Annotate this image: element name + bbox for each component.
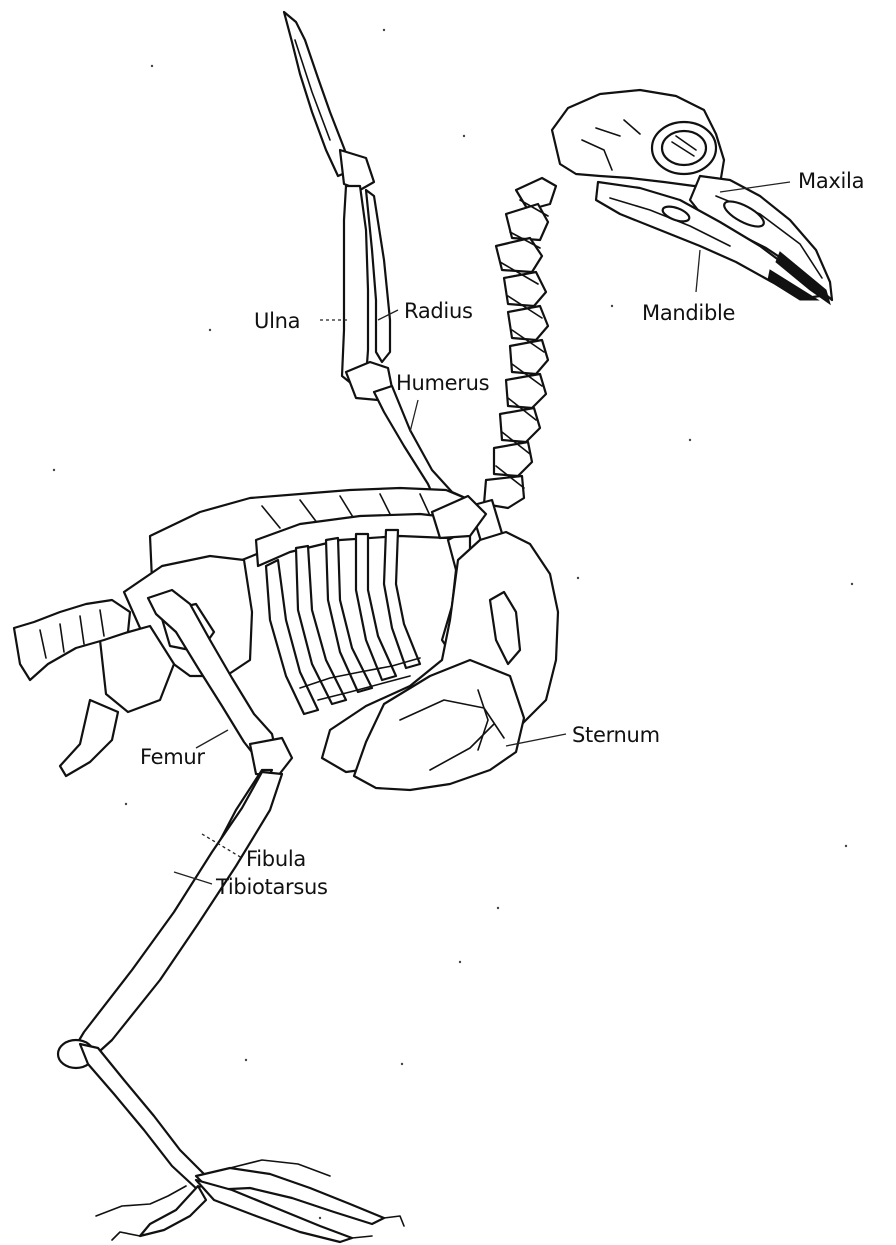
pubis [60, 700, 118, 776]
foot [96, 1160, 404, 1242]
label-maxilla: Maxila [798, 169, 864, 193]
ribs [266, 530, 420, 714]
ulna-bone [342, 186, 368, 384]
skull [552, 90, 832, 304]
wing [284, 12, 474, 532]
label-femur: Femur [140, 745, 205, 769]
tibiotarsus-bone [72, 772, 282, 1060]
label-fibula: Fibula [246, 847, 306, 871]
label-ulna: Ulna [254, 309, 300, 333]
humerus-leader [410, 400, 418, 432]
label-sternum: Sternum [572, 723, 660, 747]
radius-bone [366, 190, 390, 362]
label-tibiotarsus: Tibiotarsus [215, 875, 328, 899]
label-humerus: Humerus [396, 371, 489, 395]
carpometacarpus [340, 150, 374, 190]
tarsometatarsus [80, 1044, 206, 1190]
label-mandible: Mandible [642, 301, 735, 325]
mandible-leader [696, 250, 700, 292]
label-radius: Radius [404, 299, 473, 323]
sternum-keel [354, 660, 524, 790]
neck-vertebrae [484, 178, 556, 508]
